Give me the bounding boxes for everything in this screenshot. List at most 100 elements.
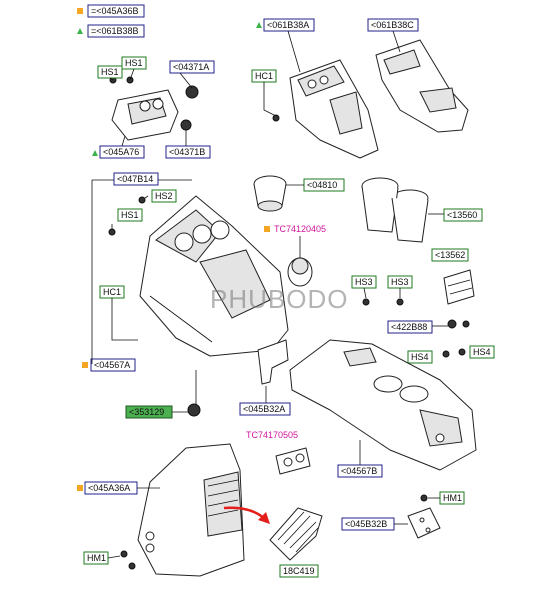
svg-text:<04567A: <04567A [94, 360, 130, 370]
svg-text:HM1: HM1 [87, 553, 106, 563]
svg-text:<13560: <13560 [447, 210, 477, 220]
orange-square-marker [77, 485, 83, 491]
svg-text:HS1: HS1 [125, 58, 143, 68]
bracket-plate [407, 507, 441, 539]
screw-fastener [396, 298, 404, 306]
label-hm1-right: HM1 [439, 491, 465, 505]
label-13562: <13562 [431, 248, 469, 262]
svg-text:<045B32A: <045B32A [243, 404, 285, 414]
legend-orange-code: =<045A36B [87, 4, 145, 18]
air-vent-grille [269, 507, 323, 561]
svg-text:<04567B: <04567B [341, 466, 377, 476]
screw-fastener [362, 298, 370, 306]
rear-switch-part [275, 447, 311, 475]
label-04371b: <04371B [165, 145, 211, 159]
green-triangle-marker [256, 22, 262, 28]
svg-text:18C419: 18C419 [283, 566, 315, 576]
cup-holder-clip [443, 269, 475, 305]
orange-square-marker [77, 8, 83, 14]
svg-text:HC1: HC1 [103, 287, 121, 297]
label-tc74120405: TC74120405 [274, 224, 326, 234]
svg-text:HC1: HC1 [255, 71, 273, 81]
push-fastener [120, 550, 128, 558]
svg-text:<045A36A: <045A36A [88, 483, 130, 493]
svg-text:=<061B38B: =<061B38B [91, 26, 139, 36]
svg-text:<045B32B: <045B32B [345, 519, 387, 529]
plug-fastener [447, 319, 457, 329]
orange-square-marker [264, 226, 270, 232]
mounting-bracket [257, 339, 289, 385]
green-triangle-marker [77, 28, 83, 34]
legend-green-code: =<061B38B [87, 24, 145, 38]
svg-text:<353129: <353129 [129, 407, 164, 417]
label-422b88: <422B88 [387, 320, 433, 334]
svg-text:HS2: HS2 [155, 191, 173, 201]
double-cup-holder [361, 177, 429, 243]
svg-text:<047B14: <047B14 [117, 174, 153, 184]
svg-text:<422B88: <422B88 [391, 322, 427, 332]
label-04567a: <04567A [90, 358, 136, 372]
label-045a76: <045A76 [99, 145, 145, 159]
label-04567b: <04567B [337, 464, 383, 478]
svg-text:<04810: <04810 [307, 180, 337, 190]
label-045b32b: <045B32B [341, 517, 395, 531]
plug-fastener [462, 320, 470, 328]
svg-text:HS3: HS3 [355, 277, 373, 287]
label-hs3-b: HS3 [387, 275, 413, 289]
label-hs1-a: HS1 [97, 65, 123, 79]
screw-fastener [458, 348, 466, 356]
label-047b14: <047B14 [113, 172, 159, 186]
screw-fastener [138, 196, 146, 204]
svg-text:<061B38A: <061B38A [267, 20, 309, 30]
green-triangle-marker [92, 150, 98, 156]
svg-text:HS1: HS1 [121, 210, 139, 220]
svg-text:HS4: HS4 [411, 352, 429, 362]
label-353129: <353129 [125, 405, 173, 419]
floor-console-body [139, 195, 289, 357]
screw-fastener [442, 350, 450, 358]
cup-holder-insert [253, 175, 287, 212]
red-arrowhead-icon [258, 512, 270, 524]
label-061b38c: <061B38C [367, 18, 419, 32]
label-hs1-c: HS1 [117, 208, 143, 222]
svg-text:<04371A: <04371A [173, 62, 209, 72]
label-hs1-b: HS1 [121, 56, 147, 70]
label-hc1-top: HC1 [251, 69, 277, 83]
gear-knob-part [287, 257, 313, 287]
rear-console-end-panel [137, 443, 245, 577]
svg-text:<13562: <13562 [435, 250, 465, 260]
switch-panel-part [109, 76, 199, 141]
svg-text:<04371B: <04371B [169, 147, 205, 157]
label-045a36a: <045A36A [84, 481, 138, 495]
label-tc74170505: TC74170505 [246, 430, 298, 440]
label-hs3-a: HS3 [351, 275, 377, 289]
svg-text:<061B38C: <061B38C [371, 20, 414, 30]
blanking-plug [187, 403, 201, 417]
label-hs4-a: HS4 [407, 350, 433, 364]
label-04810: <04810 [303, 178, 345, 192]
label-04371a: <04371A [169, 60, 215, 74]
svg-text:HS3: HS3 [391, 277, 409, 287]
gear-surround-trim-a [289, 59, 379, 159]
gear-surround-trim-b [375, 39, 469, 133]
label-061b38a: <061B38A [263, 18, 315, 32]
orange-square-marker [82, 362, 88, 368]
clip-fastener [272, 114, 280, 122]
label-hs4-b: HS4 [469, 345, 495, 359]
label-hs2: HS2 [151, 189, 177, 203]
svg-text:<045A76: <045A76 [103, 147, 139, 157]
label-045b32a: <045B32A [239, 402, 291, 416]
svg-text:HM1: HM1 [443, 493, 462, 503]
svg-text:HS4: HS4 [473, 347, 491, 357]
rear-console-tray [289, 339, 477, 471]
svg-text:HS1: HS1 [101, 67, 119, 77]
svg-text:=<045A36B: =<045A36B [91, 6, 139, 16]
label-hc1-mid: HC1 [99, 285, 125, 299]
label-hm1-left: HM1 [83, 551, 109, 565]
screw-fastener [108, 228, 116, 236]
push-fastener [420, 494, 428, 502]
push-fastener [128, 562, 136, 570]
label-13560: <13560 [443, 208, 483, 222]
watermark-text: PHUBODO [210, 284, 348, 314]
label-18c419: 18C419 [279, 564, 319, 578]
